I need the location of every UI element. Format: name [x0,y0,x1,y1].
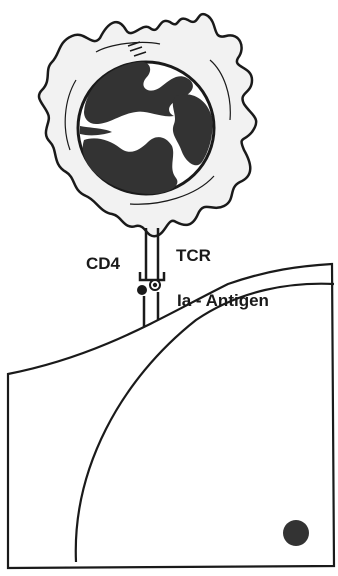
antigen-presenting-cell [8,264,334,568]
apc-outer-membrane [8,264,334,568]
tcr-binding-knob-core [153,283,157,287]
tcr-label: TCR [176,246,211,265]
cd4-label: CD4 [86,254,121,273]
ia-antigen-label: Ia - Antigen [177,291,269,310]
apc-granule [283,520,309,546]
cd4-binding-knob [137,285,147,295]
binding-bracket [140,272,164,280]
nucleus [78,62,214,194]
t-cell [39,14,256,236]
receptor-binding-site [137,272,164,295]
